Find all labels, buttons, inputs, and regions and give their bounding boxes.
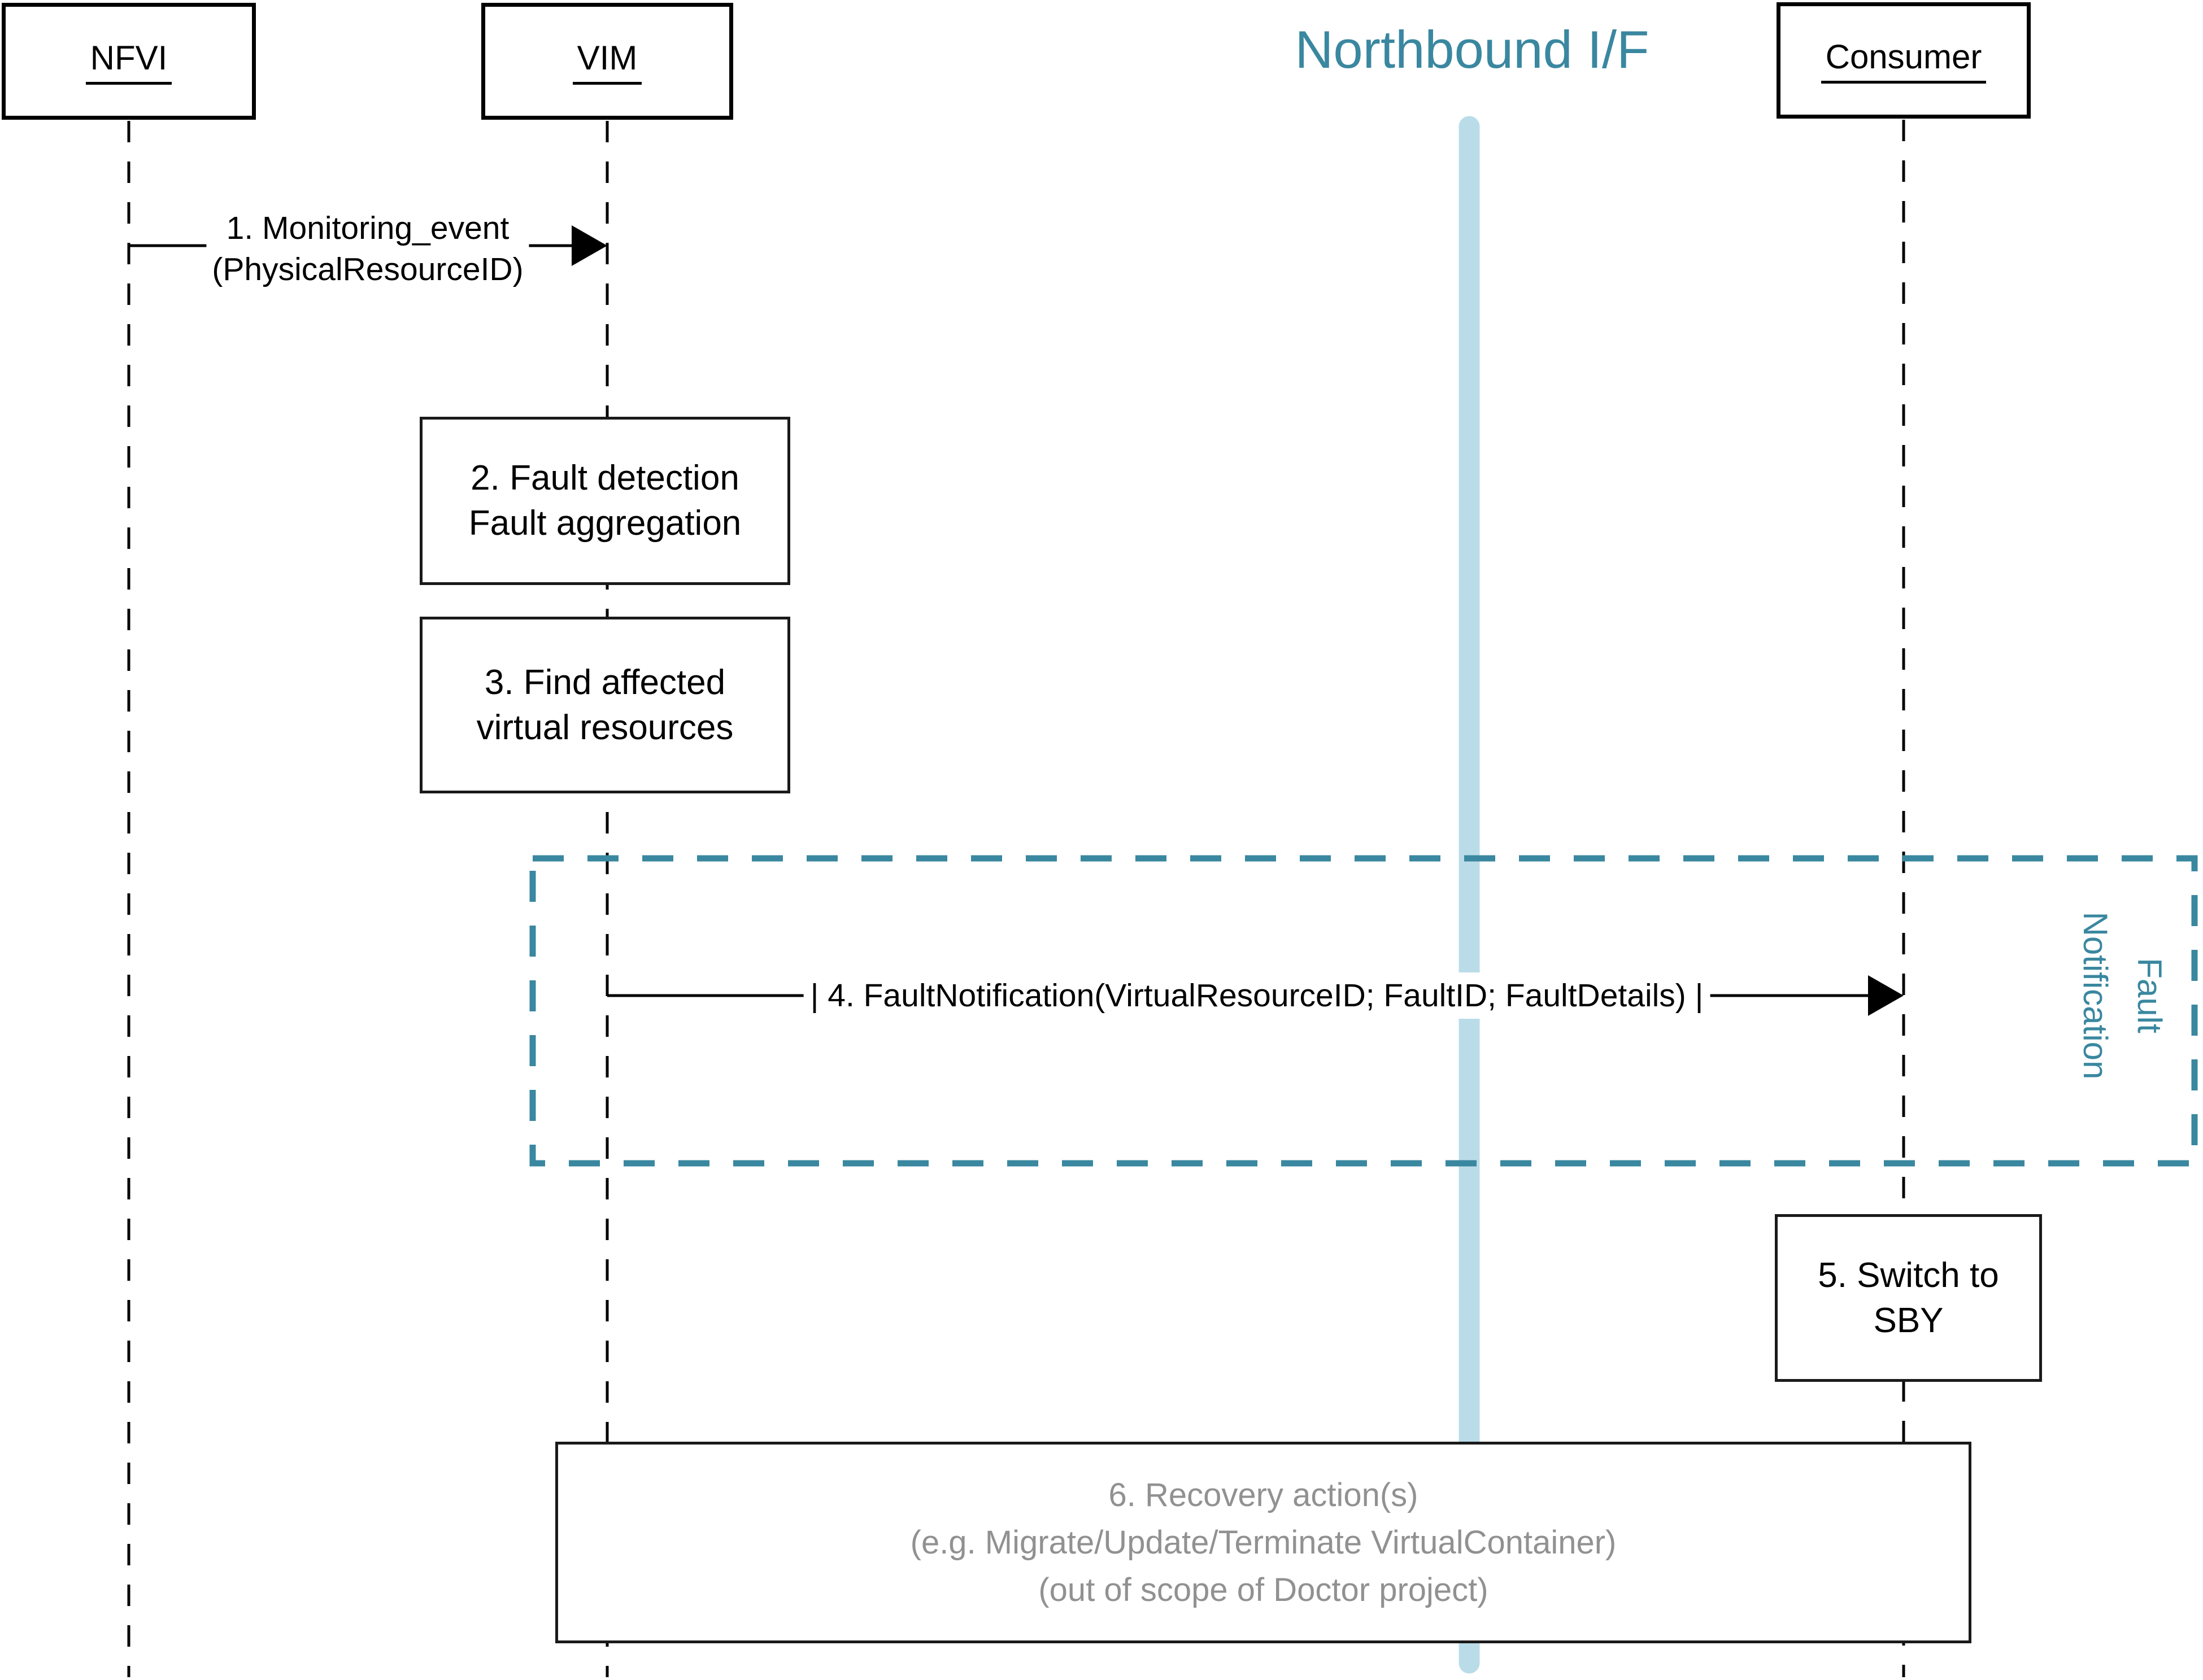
recovery-line3: (out of scope of Doctor project) xyxy=(1038,1571,1488,1608)
group-label-line1: Fault xyxy=(2131,958,2169,1033)
fault-notification-group-border xyxy=(529,855,2198,1167)
step-box-fault-detection: 2. Fault detection Fault aggregation xyxy=(420,417,790,585)
message-1-label-line1: 1. Monitoring_event xyxy=(226,210,510,246)
actor-nfvi-label: NFVI xyxy=(85,38,172,85)
step-box-switch-to-sby: 5. Switch to SBY xyxy=(1775,1214,2042,1382)
actor-vim-label: VIM xyxy=(572,38,642,85)
recovery-line2: (e.g. Migrate/Update/Terminate VirtualCo… xyxy=(910,1524,1617,1561)
fault-detection-line2: Fault aggregation xyxy=(468,504,742,543)
find-affected-line2: virtual resources xyxy=(476,708,734,747)
fault-detection-line1: 2. Fault detection xyxy=(471,459,739,498)
switch-sby-line2: SBY xyxy=(1873,1301,1944,1340)
group-label-line2: Notification xyxy=(2076,911,2114,1080)
message-4-arrowhead xyxy=(1868,975,1904,1016)
step-box-find-affected: 3. Find affected virtual resources xyxy=(420,617,790,793)
actor-consumer: Consumer xyxy=(1777,2,2031,119)
actor-consumer-label: Consumer xyxy=(1821,37,1987,84)
message-4-label: | 4. FaultNotification(VirtualResourceID… xyxy=(803,972,1710,1019)
message-1-label-line2: (PhysicalResourceID) xyxy=(212,251,524,287)
step-box-recovery-action: 6. Recovery action(s) (e.g. Migrate/Upda… xyxy=(555,1442,1971,1643)
find-affected-line1: 3. Find affected xyxy=(484,662,726,702)
fault-notification-group-label: Fault Notification xyxy=(2068,912,2176,1080)
actor-vim: VIM xyxy=(481,3,733,120)
recovery-line1: 6. Recovery action(s) xyxy=(1108,1476,1418,1513)
northbound-interface-title: Northbound I/F xyxy=(1295,20,1649,79)
message-1-arrowhead xyxy=(572,225,607,266)
switch-sby-line1: 5. Switch to xyxy=(1818,1255,1999,1295)
actor-nfvi: NFVI xyxy=(2,3,256,120)
message-1-label: 1. Monitoring_event (PhysicalResourceID) xyxy=(206,208,529,290)
